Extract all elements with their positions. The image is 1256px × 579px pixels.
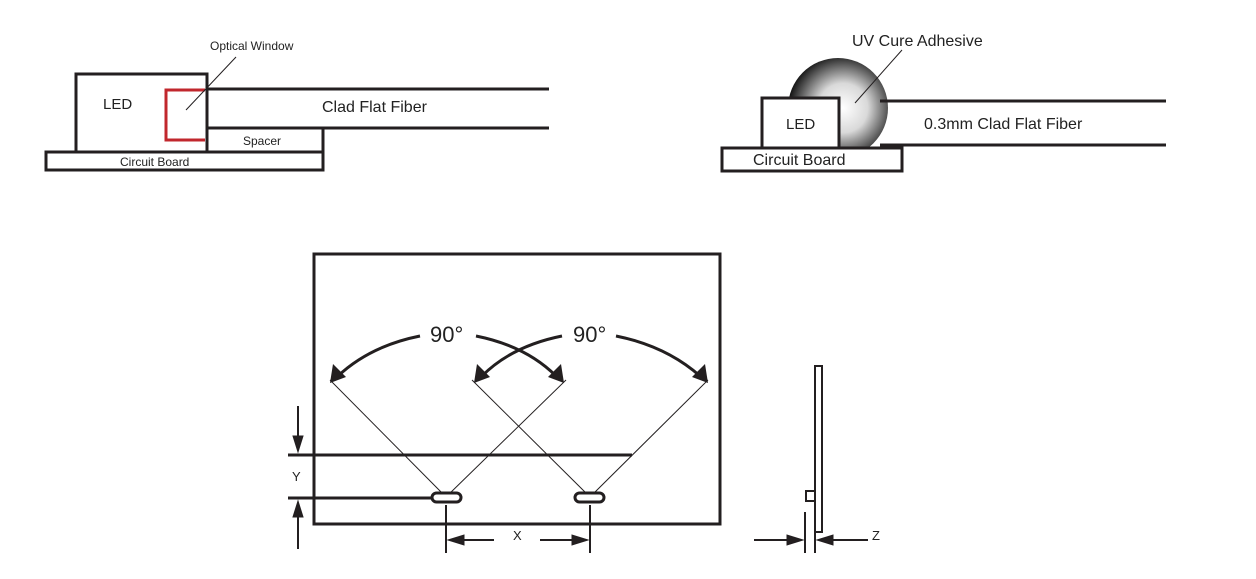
spacer — [205, 126, 325, 154]
angle-label-right: 90° — [573, 322, 606, 347]
led-body-b — [760, 96, 841, 150]
y-dimension — [292, 406, 304, 549]
spacer-label: Spacer — [243, 134, 281, 148]
led-slot-right — [573, 491, 606, 504]
x-dimension — [445, 505, 591, 553]
circuit-board-label-a: Circuit Board — [120, 155, 189, 169]
adhesive-leader — [854, 49, 903, 104]
angle-arc-left-a — [336, 334, 421, 378]
panel-outline — [312, 252, 722, 526]
optical-window-leader — [185, 56, 237, 111]
cone-left-a — [329, 379, 447, 498]
arc-arrowheads — [330, 364, 708, 383]
dimension-y-label: Y — [292, 469, 301, 484]
dimension-z-label: Z — [872, 528, 880, 543]
angle-arc-right-a — [480, 334, 563, 378]
cone-right-a — [471, 379, 591, 498]
optical-window — [164, 88, 205, 142]
angle-label-left: 90° — [430, 322, 463, 347]
arrowhead — [692, 364, 708, 383]
diagram-b — [720, 49, 1166, 173]
angle-arc-right-b — [615, 334, 701, 378]
dimension-x-label: X — [513, 528, 522, 543]
fiber-label-a: Clad Flat Fiber — [322, 99, 428, 116]
side-led — [805, 490, 816, 502]
arrowhead — [330, 364, 346, 383]
diagram-c — [288, 252, 722, 526]
led-label-b: LED — [786, 116, 815, 133]
adhesive-label: UV Cure Adhesive — [852, 33, 983, 50]
arrowhead — [474, 364, 490, 383]
led-label-a: LED — [103, 96, 132, 113]
fiber-label-b: 0.3mm Clad Flat Fiber — [924, 116, 1083, 133]
z-dimension — [754, 534, 868, 546]
arrowhead — [548, 364, 564, 383]
angle-arc-left-b — [475, 334, 558, 378]
optical-window-label: Optical Window — [210, 39, 294, 53]
led-slot-left — [430, 491, 463, 504]
cone-right-b — [589, 379, 709, 498]
circuit-board-label-b: Circuit Board — [753, 152, 845, 169]
side-panel — [814, 365, 823, 533]
cone-left-b — [445, 379, 567, 498]
side-view — [804, 365, 823, 553]
